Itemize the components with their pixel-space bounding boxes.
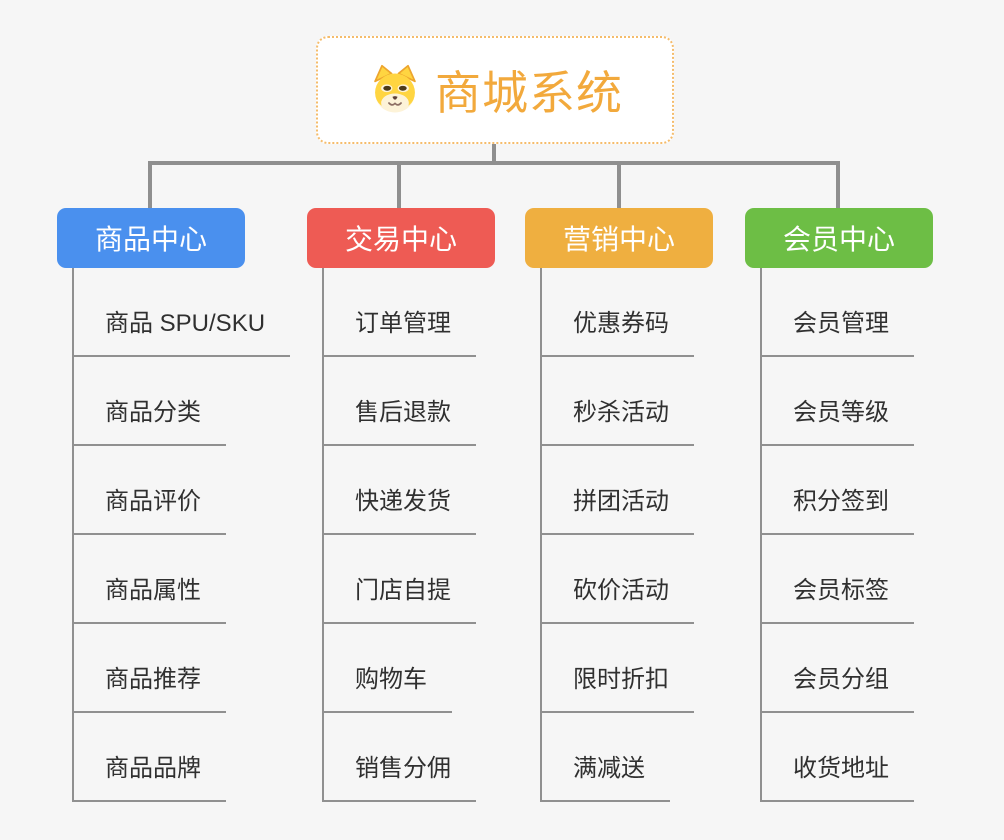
leaf-node[interactable]: 优惠券码 <box>540 307 694 357</box>
branch-connector-line <box>397 163 401 208</box>
leaf-node[interactable]: 会员管理 <box>760 307 914 357</box>
leaf-node[interactable]: 门店自提 <box>322 574 476 624</box>
branch-label: 营销中心 <box>562 224 675 255</box>
leaf-node[interactable]: 限时折扣 <box>540 663 694 713</box>
root-title: 商城系统 <box>435 67 623 119</box>
branch-connector-line <box>148 163 152 208</box>
leaf-node[interactable]: 商品 SPU/SKU <box>72 307 291 357</box>
leaf-node[interactable]: 购物车 <box>322 663 452 713</box>
branch-connector-line <box>836 163 840 208</box>
branch-children-marketing-center: 优惠券码 秒杀活动 拼团活动 砍价活动 限时折扣 满减送 <box>540 268 790 808</box>
leaf-node[interactable]: 积分签到 <box>760 485 914 535</box>
branch-children-trade-center: 订单管理 售后退款 快递发货 门店自提 购物车 销售分佣 <box>322 268 572 808</box>
branch-children-product-center: 商品 SPU/SKU 商品分类 商品评价 商品属性 商品推荐 商品品牌 <box>72 268 322 808</box>
branch-label: 会员中心 <box>782 224 895 255</box>
leaf-trunk-line <box>540 268 542 802</box>
leaf-node[interactable]: 商品属性 <box>72 574 226 624</box>
leaf-node[interactable]: 销售分佣 <box>322 752 476 802</box>
branch-node-marketing-center[interactable]: 营销中心 <box>525 208 713 268</box>
branch-label: 交易中心 <box>344 224 457 255</box>
leaf-trunk-line <box>760 268 762 802</box>
branch-connector-line <box>617 163 621 208</box>
root-connector-line <box>492 144 496 163</box>
leaf-node[interactable]: 会员标签 <box>760 574 914 624</box>
leaf-node[interactable]: 售后退款 <box>322 396 476 446</box>
branch-node-product-center[interactable]: 商品中心 <box>57 208 245 268</box>
branch-node-member-center[interactable]: 会员中心 <box>745 208 933 268</box>
branch-label: 商品中心 <box>94 224 207 255</box>
leaf-node[interactable]: 商品分类 <box>72 396 226 446</box>
leaf-node[interactable]: 商品评价 <box>72 485 226 535</box>
leaf-node[interactable]: 收货地址 <box>760 752 914 802</box>
leaf-node[interactable]: 满减送 <box>540 752 670 802</box>
leaf-node[interactable]: 订单管理 <box>322 307 476 357</box>
leaf-node[interactable]: 快递发货 <box>322 485 476 535</box>
horizontal-connector-line <box>148 161 840 165</box>
leaf-node[interactable]: 商品推荐 <box>72 663 226 713</box>
branch-children-member-center: 会员管理 会员等级 积分签到 会员标签 会员分组 收货地址 <box>760 268 1004 808</box>
leaf-trunk-line <box>72 268 74 802</box>
root-node-mall-system[interactable]: 商城系统 <box>316 36 674 144</box>
branch-node-trade-center[interactable]: 交易中心 <box>307 208 495 268</box>
leaf-node[interactable]: 商品品牌 <box>72 752 226 802</box>
shiba-dog-icon <box>374 64 416 113</box>
leaf-node[interactable]: 会员等级 <box>760 396 914 446</box>
leaf-node[interactable]: 砍价活动 <box>540 574 694 624</box>
leaf-node[interactable]: 秒杀活动 <box>540 396 694 446</box>
leaf-node[interactable]: 拼团活动 <box>540 485 694 535</box>
leaf-trunk-line <box>322 268 324 802</box>
leaf-node[interactable]: 会员分组 <box>760 663 914 713</box>
